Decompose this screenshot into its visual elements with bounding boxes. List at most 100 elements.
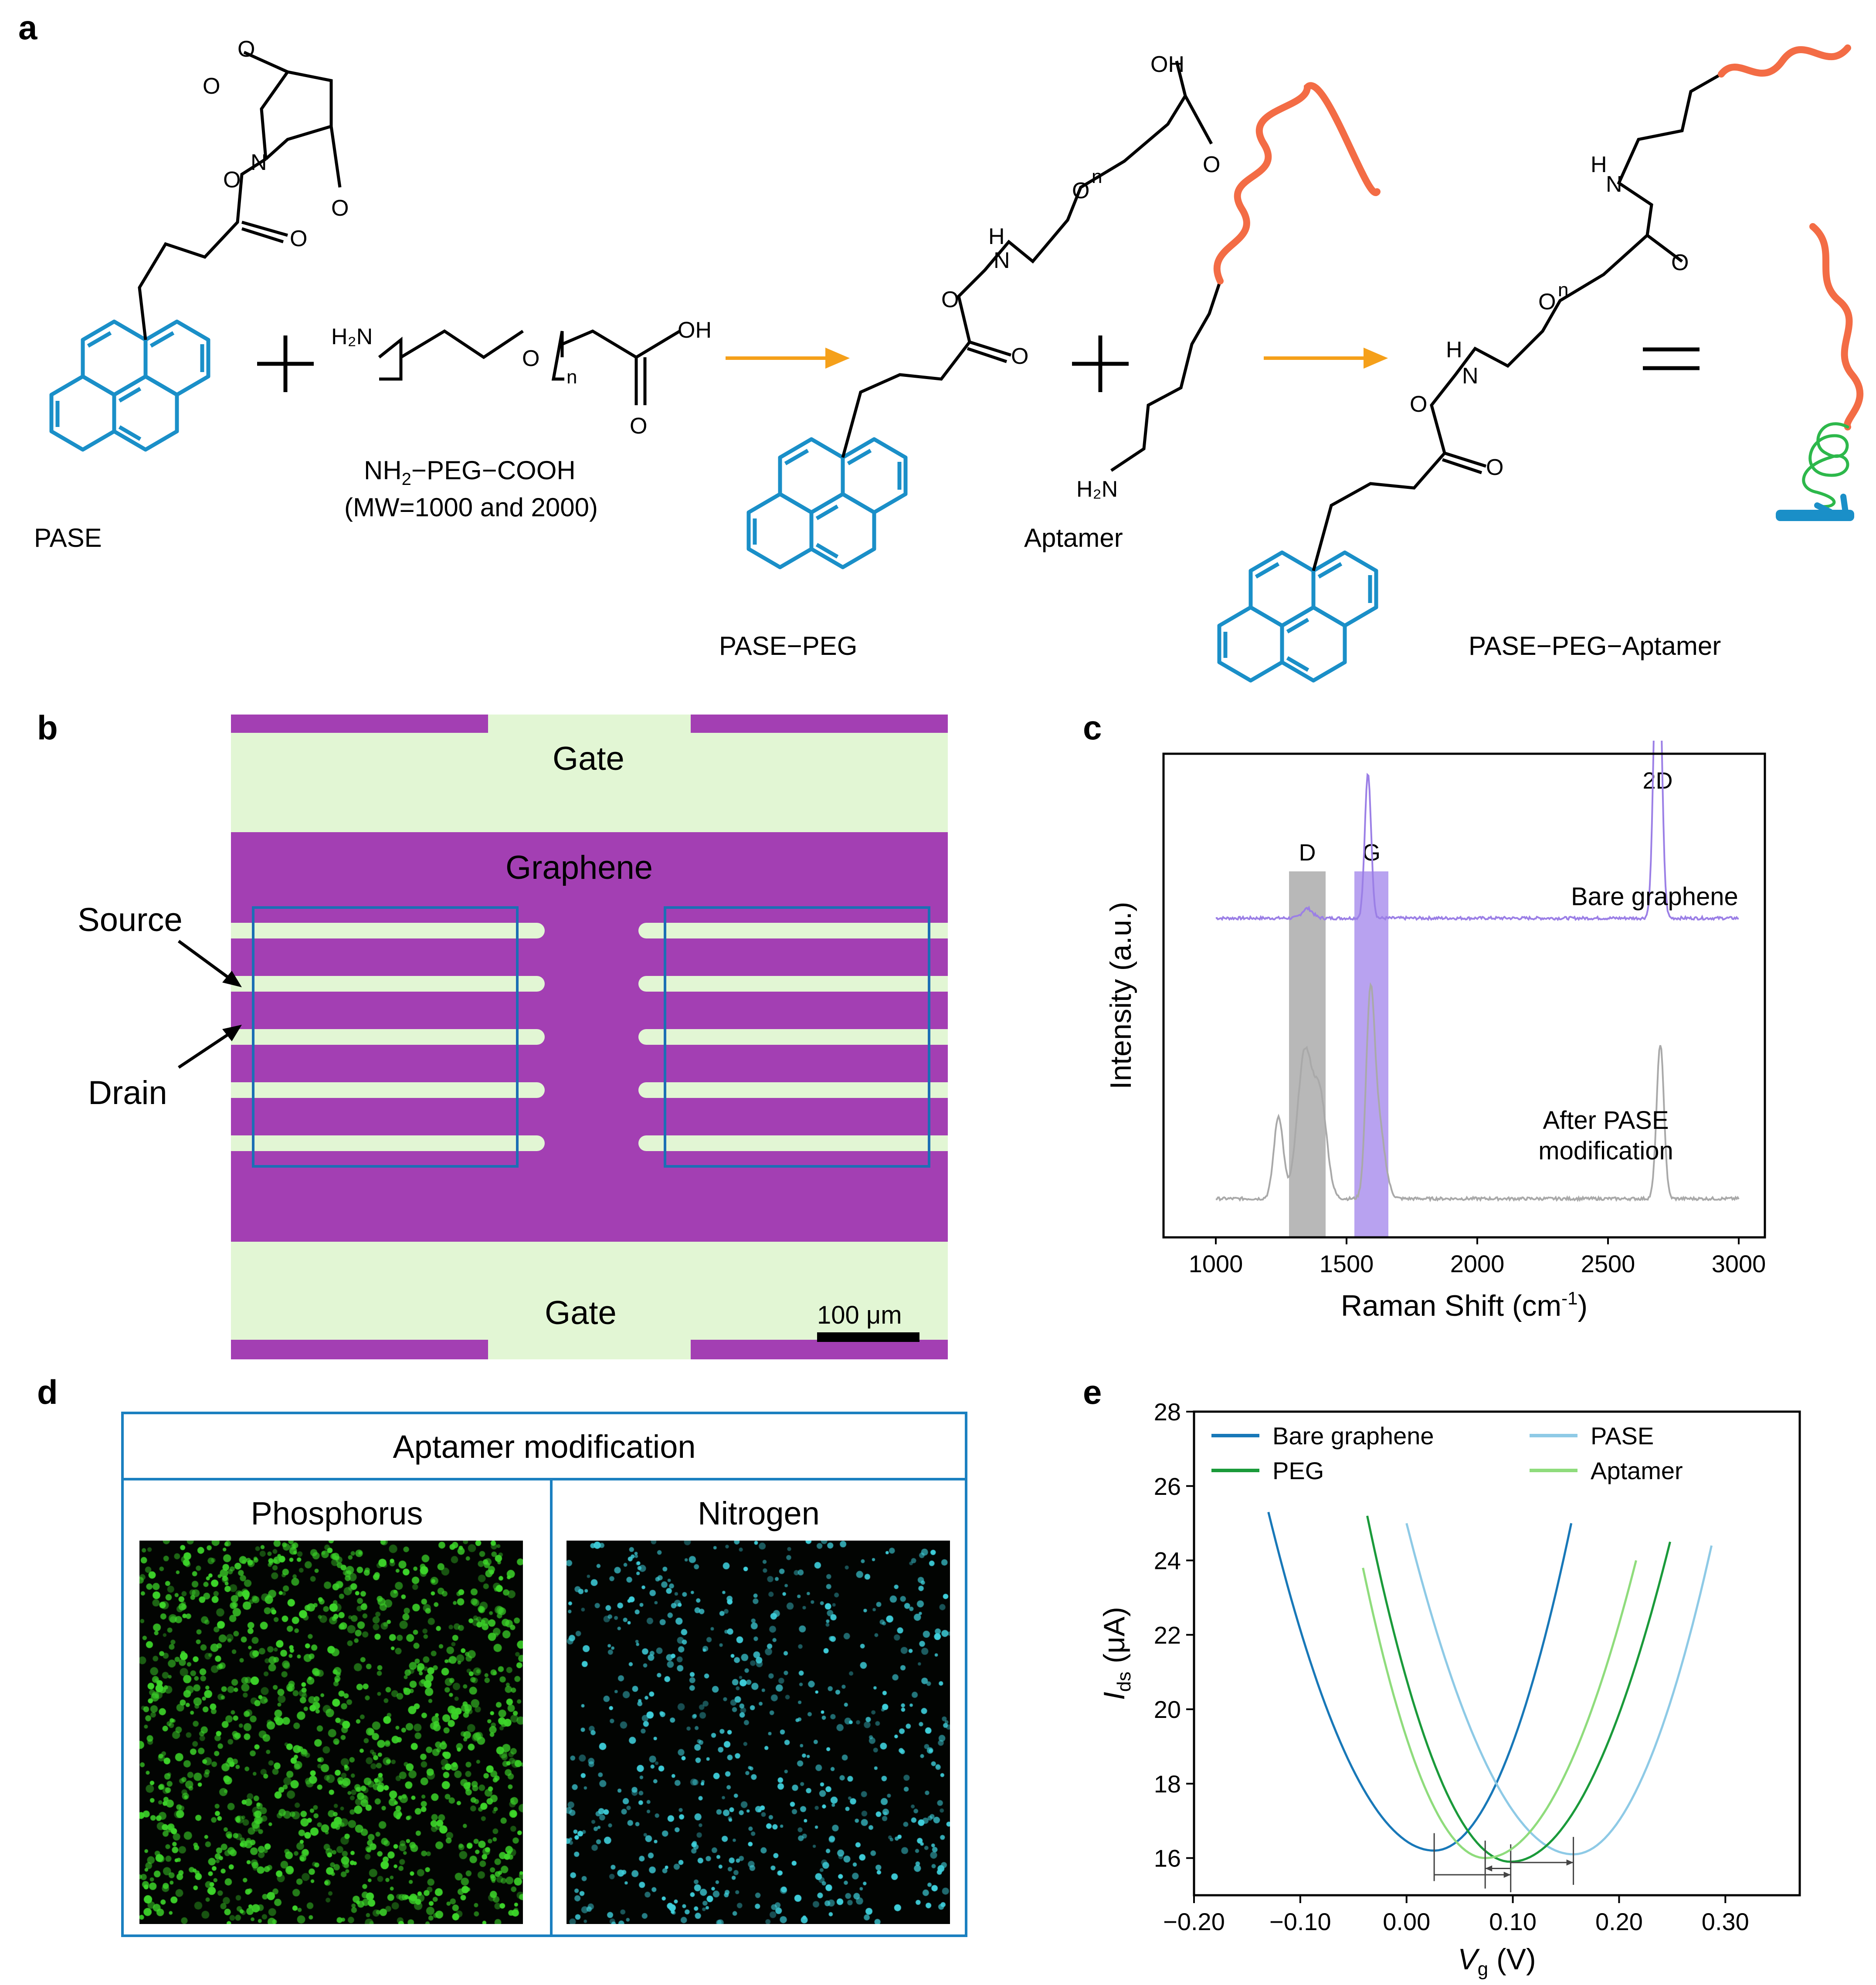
peg-label-sub: 2	[401, 470, 411, 489]
device-micrograph: Gate Graphene Gate 100 μm	[231, 715, 948, 1359]
pase-chain-icon	[138, 51, 342, 340]
peg-oh: OH	[678, 318, 712, 343]
pase-o-2: O	[237, 37, 255, 62]
curve-2	[1366, 1515, 1671, 1863]
left-finger-2	[231, 976, 545, 992]
title-divider	[124, 1478, 965, 1480]
band-label-D: D	[1299, 840, 1316, 866]
bottom-left-channel	[231, 1340, 488, 1359]
peg-label-rest: −PEG−COOH	[411, 456, 576, 485]
peg-nh2: H₂N	[331, 324, 373, 349]
legend-label-0: Bare graphene	[1272, 1422, 1434, 1450]
y-tick-label-28: 28	[1154, 1398, 1181, 1426]
y-tick-label-20: 20	[1154, 1696, 1181, 1723]
pp-o3: O	[1072, 178, 1089, 203]
peg-structure-icon	[378, 329, 681, 405]
panel-d-letter: d	[37, 1373, 58, 1411]
x-tick-label-0: −0.20	[1163, 1908, 1225, 1935]
plot-frame	[1193, 1410, 1801, 1897]
series-line-0	[1215, 741, 1739, 921]
right-finger-1	[638, 923, 948, 938]
probe-cartoon-icon	[1776, 223, 1864, 521]
x-tick-label-2: 0.00	[1383, 1908, 1430, 1935]
plus-icon	[257, 335, 1129, 392]
product-chain-icon	[1312, 72, 1722, 571]
left-finger-4	[231, 1082, 545, 1098]
plot-frame	[1162, 752, 1766, 1239]
pase-n: N	[251, 150, 267, 175]
panel-c-letter: c	[1083, 708, 1102, 747]
pr-o1: O	[1486, 455, 1503, 480]
drain-arrow-line	[178, 1031, 232, 1069]
left-finger-3	[231, 1029, 545, 1045]
pr-h: H	[1446, 337, 1462, 362]
pase-peg-chain-icon	[841, 61, 1213, 458]
x-tick-label-2000: 2000	[1450, 1250, 1505, 1277]
pase-o-5: O	[203, 74, 220, 99]
shift-arrowhead-0	[1503, 1872, 1511, 1878]
x-tick-label-1000: 1000	[1189, 1250, 1243, 1277]
product-aptamer-strand-icon	[1718, 44, 1851, 78]
right-finger-4	[638, 1082, 948, 1098]
pase-peg-label: PASE−PEG	[719, 631, 858, 661]
pase-pyrene-icon	[51, 322, 208, 450]
product-atom-labels: O O N H O n O N H	[1410, 152, 1689, 480]
pase-o-1: O	[290, 226, 307, 251]
x-tick-label-4: 0.20	[1595, 1908, 1643, 1935]
reaction-arrow-icon	[726, 347, 1388, 369]
eds-title: Aptamer modification	[393, 1429, 696, 1465]
equals-icon	[1643, 347, 1700, 370]
nitrogen-label: Nitrogen	[698, 1495, 820, 1531]
phosphorus-map	[139, 1541, 523, 1924]
eds-map-frame: Aptamer modification Phosphorus Nitrogen	[121, 1412, 967, 1937]
bottom-right-channel	[691, 1340, 948, 1359]
scale-bar-label: 100 μm	[817, 1301, 902, 1329]
x-tick-label-3: 0.10	[1489, 1908, 1537, 1935]
y-tick-label-18: 18	[1154, 1770, 1181, 1798]
legend-label-2: PEG	[1272, 1457, 1324, 1484]
pr-o4: O	[1671, 250, 1689, 275]
pp-oh: OH	[1150, 52, 1184, 77]
nitrogen-map	[567, 1541, 950, 1924]
scale-bar	[817, 1332, 919, 1342]
gate-top-label: Gate	[553, 740, 624, 777]
pp-o4: O	[1203, 152, 1220, 177]
band-D	[1289, 871, 1326, 1237]
shift-arrowhead-2	[1566, 1859, 1574, 1866]
aptamer-label: Aptamer	[1024, 523, 1123, 552]
pase-label: PASE	[34, 523, 102, 552]
peg-o: O	[522, 346, 539, 371]
pp-n2: n	[1092, 166, 1102, 187]
y-axis-label: Intensity (a.u.)	[1104, 902, 1137, 1090]
product-label: PASE−PEG−Aptamer	[1469, 631, 1721, 661]
pase-o-4: O	[331, 196, 349, 221]
series-label-pase-2: modification	[1538, 1137, 1673, 1165]
peg-n: n	[567, 366, 577, 388]
peg-label: NH2−PEG−COOH	[364, 455, 576, 489]
right-finger-5	[638, 1135, 948, 1151]
top-right-channel	[691, 715, 948, 733]
curve-1	[1405, 1523, 1713, 1856]
pase-peg-pyrene-icon	[749, 439, 906, 567]
x-tick-label-2500: 2500	[1581, 1250, 1635, 1277]
peg-label-main: NH	[364, 456, 402, 485]
source-arrowhead-icon	[222, 971, 242, 987]
pase-atom-labels: O O N O O O	[203, 37, 349, 251]
band-G	[1354, 871, 1388, 1237]
peg-mw-label: (MW=1000 and 2000)	[344, 493, 598, 522]
graphene-label: Graphene	[505, 849, 653, 886]
panel-e-letter: e	[1083, 1373, 1102, 1411]
phosphorus-label: Phosphorus	[251, 1495, 423, 1531]
y-tick-label-24: 24	[1154, 1547, 1181, 1575]
x-tick-label-1: −0.10	[1269, 1908, 1331, 1935]
shift-arrowhead-1	[1485, 1865, 1493, 1872]
x-axis-label: Vg (V)	[1458, 1943, 1536, 1980]
gate-bottom-label: Gate	[545, 1294, 617, 1331]
left-finger-5	[231, 1135, 545, 1151]
reaction-scheme: O O N O O O H₂N O n OH O	[0, 37, 1864, 706]
drain-label: Drain	[88, 1074, 167, 1111]
panel-b-letter: b	[37, 708, 58, 747]
source-drain-arrows	[177, 940, 242, 1069]
